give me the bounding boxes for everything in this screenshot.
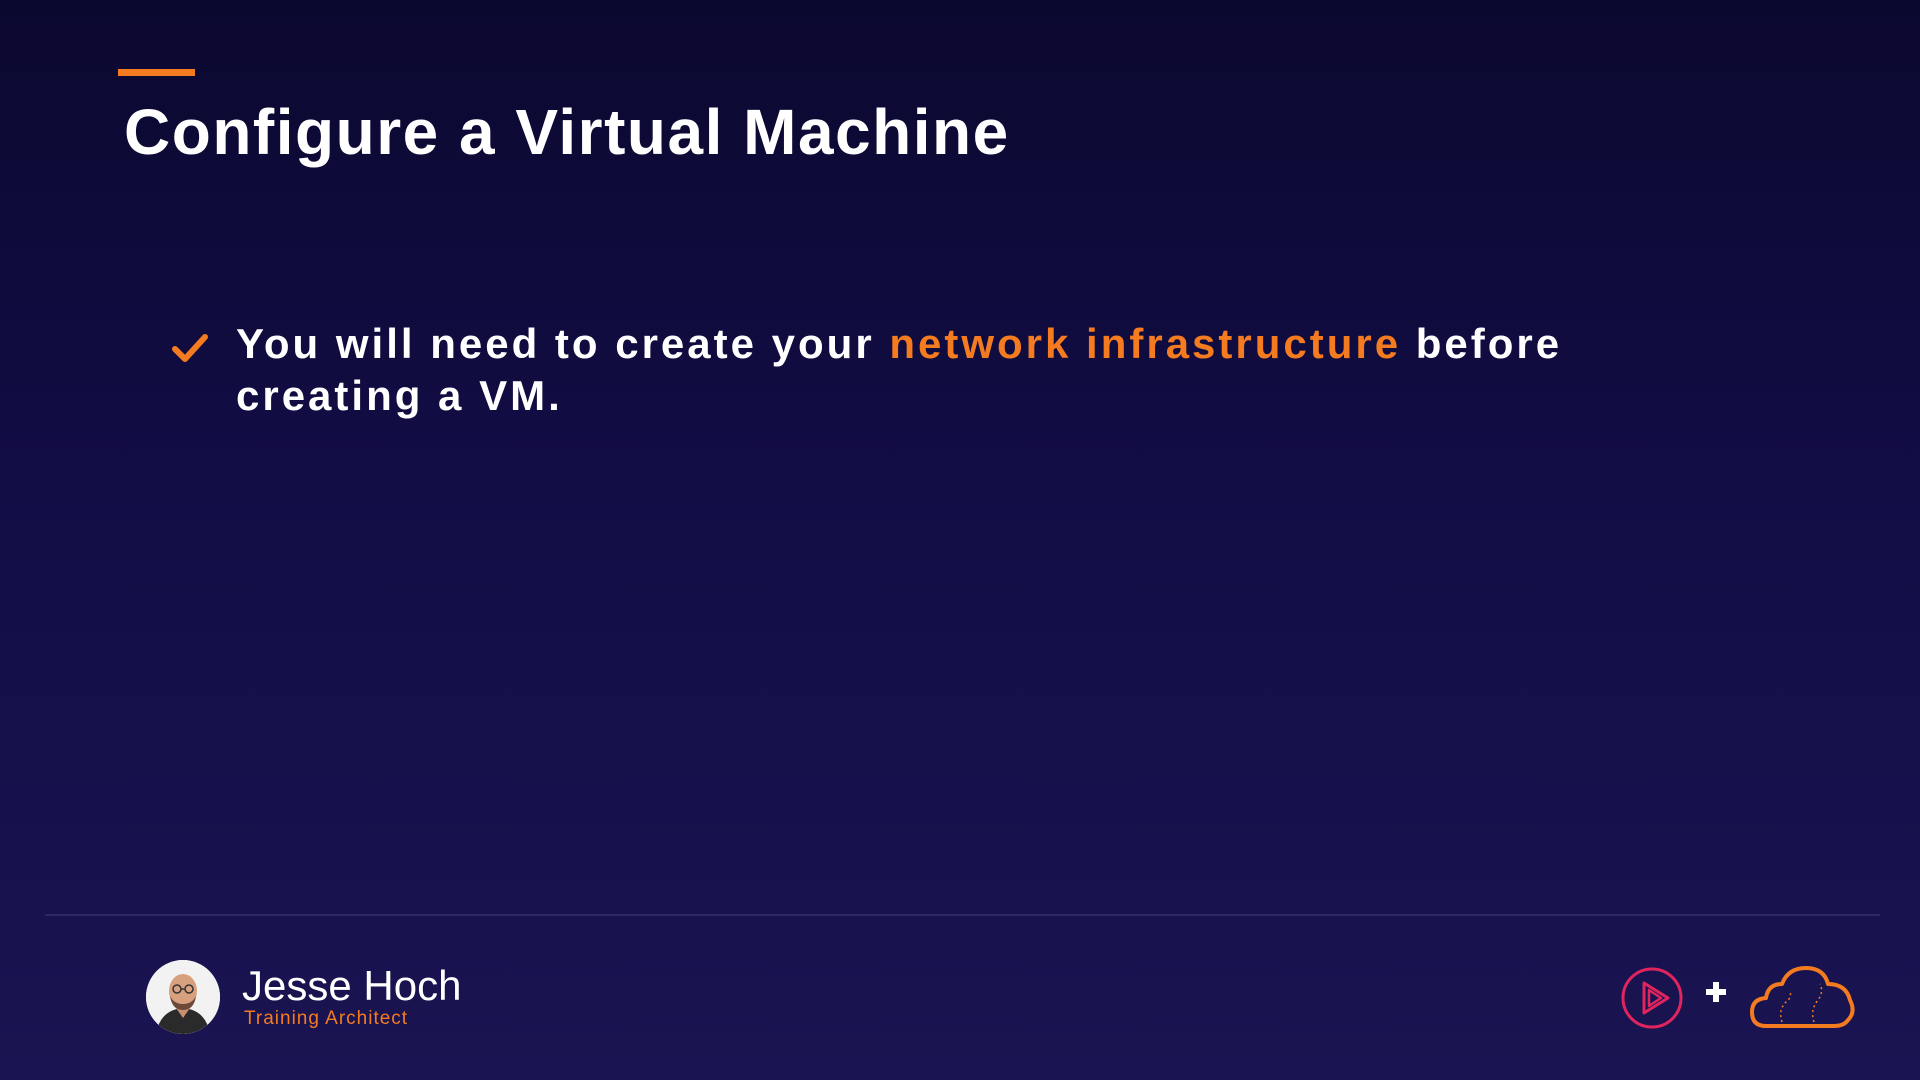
slide-title: Configure a Virtual Machine (124, 96, 1010, 168)
footer-divider (45, 914, 1880, 916)
presenter-role: Training Architect (244, 1008, 409, 1029)
presenter-avatar (146, 960, 220, 1034)
bullet-text: You will need to create your network inf… (236, 318, 1730, 422)
cloud-guru-cloud-icon (1750, 966, 1855, 1028)
bullet-text-before: You will need to create your (236, 320, 890, 367)
title-accent-bar (118, 69, 195, 76)
bullet-text-after: before creating a VM. (236, 320, 1563, 419)
plus-icon (1706, 982, 1726, 1002)
bullet-item: You will need to create your network inf… (170, 318, 1730, 422)
checkmark-icon (172, 334, 208, 362)
pluralsight-play-icon (1621, 967, 1683, 1029)
bullet-highlight: network infrastructure (889, 320, 1402, 367)
presenter-name: Jesse Hoch (242, 962, 462, 1009)
